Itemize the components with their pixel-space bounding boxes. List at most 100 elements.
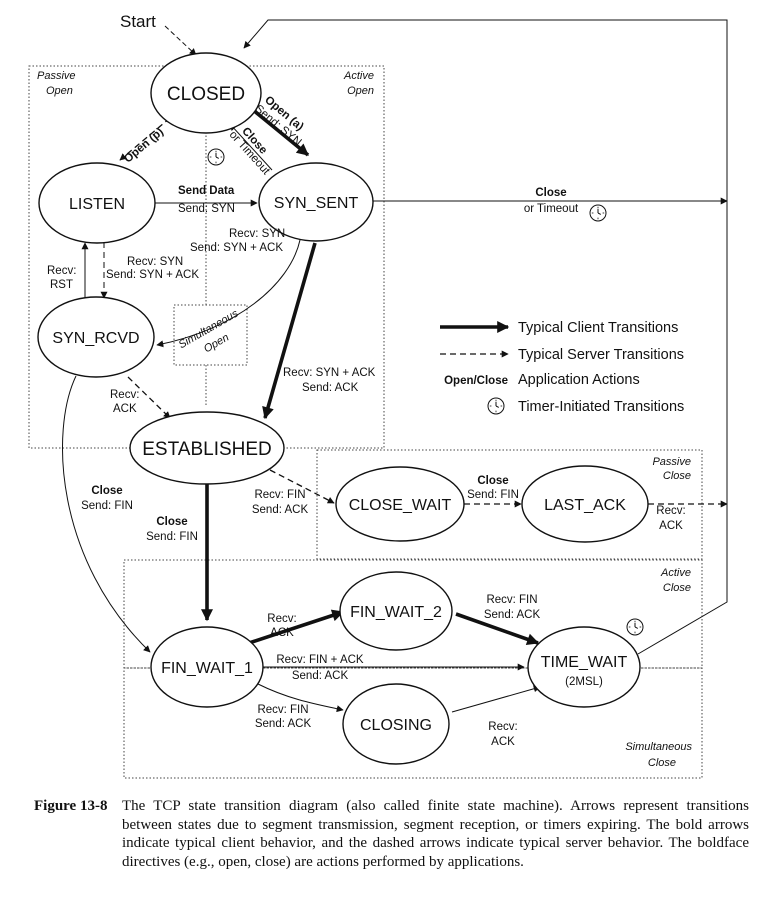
label-close-est: Close [156,516,187,528]
state-fin-wait-2: FIN_WAIT_2 [339,571,453,651]
legend-client-label: Typical Client Transitions [518,320,678,336]
region-label-active-open: Active [343,70,374,82]
legend-timer: Timer-Initiated Transitions [487,397,684,415]
legend-app: Open/Close Application Actions [444,372,640,388]
label-recv-ack-la: Recv: [656,505,685,517]
label-recv-ack-cl: ACK [491,736,515,748]
figure-label: Figure 13-8 [34,798,108,814]
clock-icon [589,204,607,222]
label-recv-ack-fw1: ACK [270,627,294,639]
label-recv-ack: ACK [113,403,137,415]
state-closing: CLOSING [342,683,450,765]
label-close-est: Send: FIN [146,531,198,543]
state-last-ack: LAST_ACK [521,465,649,543]
label-recv-fin-est: Recv: FIN [254,489,305,501]
figure-caption-text: The TCP state transition diagram (also c… [122,798,749,870]
label-close-sr: Send: FIN [81,500,133,512]
state-established-label: ESTABLISHED [142,439,272,460]
label-recv-synack: Send: ACK [302,382,359,394]
state-time-wait-note: (2MSL) [565,676,603,688]
state-fin-wait-2-label: FIN_WAIT_2 [350,604,442,621]
clock-icon [626,618,644,636]
state-closed: CLOSED [150,52,262,134]
state-close-wait: CLOSE_WAIT [335,466,465,542]
label-recv-fin-fw2: Recv: FIN [486,594,537,606]
state-time-wait: TIME_WAIT (2MSL) [527,626,641,708]
state-closed-label: CLOSED [167,84,245,105]
state-closing-label: CLOSING [360,717,432,734]
label-close-top: or Timeout [524,203,579,215]
region-label-simultaneous-close: Close [648,757,676,769]
figure-caption: Figure 13-8 The TCP state transition dia… [34,797,749,871]
state-last-ack-label: LAST_ACK [544,497,626,514]
label-recv-fin-est: Send: ACK [252,504,309,516]
region-label-active-open: Open [347,85,374,97]
label-recv-rst: RST [50,279,73,291]
region-label-passive-close: Passive [652,456,691,468]
region-label-passive-close: Close [663,470,691,482]
label-recv-ack-cl: Recv: [488,721,517,733]
transitions [62,19,728,713]
state-fin-wait-1-label: FIN_WAIT_1 [161,660,253,677]
label-recv-ack-fw1: Recv: [267,613,296,625]
edge-timewait-closed [243,19,728,655]
start-arrow [164,25,197,56]
label-send-syn-2: Send: SYN [178,203,235,215]
state-listen: LISTEN [38,162,156,244]
edge-closed-listen [119,117,171,161]
state-time-wait-label: TIME_WAIT [541,654,628,671]
legend-timer-label: Timer-Initiated Transitions [518,399,684,415]
state-syn-rcvd-label: SYN_RCVD [52,330,139,347]
label-recv-ack: Recv: [110,389,139,401]
edge-synsent-established [262,242,317,420]
legend-app-bold: Open/Close [444,375,508,387]
edge-finwait1-closing [257,683,344,713]
region-label-passive-open: Passive [37,70,76,82]
edge-synsent-closed [229,123,273,171]
legend-server-label: Typical Server Transitions [518,347,684,363]
edge-established-closewait [269,469,335,504]
label-close-cw: Close [477,475,508,487]
edge-synsent-synrcvd [156,239,301,348]
legend-server: Typical Server Transitions [440,347,684,363]
region-label-passive-open: Open [46,85,73,97]
state-fin-wait-1: FIN_WAIT_1 [150,626,264,708]
legend-client: Typical Client Transitions [440,320,678,336]
edge-closing-timewait [451,685,541,713]
state-syn-sent: SYN_SENT [258,162,374,242]
legend: Typical Client Transitions Typical Serve… [440,320,684,415]
start-label: Start [120,12,156,31]
edge-finwait1-finwait2 [242,609,345,647]
states: CLOSED LISTEN SYN_SENT SYN_RCVD ESTABLIS… [37,52,649,765]
label-recv-syn-l: Recv: SYN [127,256,183,268]
label-recv-fin-cl: Send: ACK [255,718,312,730]
region-label-active-close: Close [663,582,691,594]
region-label-simultaneous-close: Simultaneous [625,741,692,753]
state-listen-label: LISTEN [69,196,125,213]
label-open-p: Open (p) [122,126,166,166]
tcp-state-diagram: Passive Open Active Open Passive Close A… [28,12,728,779]
label-recv-fin-fw2: Send: ACK [484,609,541,621]
state-established: ESTABLISHED [129,411,285,485]
clock-icon [207,148,225,166]
passive-close-box [316,449,703,560]
edge-closed-synsent [245,103,310,157]
label-recv-synack: Recv: SYN + ACK [283,367,376,379]
label-close-cw: Send: FIN [467,489,519,501]
label-close-sr: Close [91,485,122,497]
legend-app-label: Application Actions [518,372,640,388]
simultaneous-open-box [173,304,248,366]
region-label-active-close: Active [660,567,691,579]
state-syn-rcvd: SYN_RCVD [37,296,155,378]
state-close-wait-label: CLOSE_WAIT [349,497,452,514]
label-recv-syn-ss: Send: SYN + ACK [190,242,283,254]
label-recv-rst: Recv: [47,265,76,277]
edge-synrcvd-finwait1 [62,375,151,653]
label-recv-syn-l: Send: SYN + ACK [106,269,199,281]
label-recv-finack: Recv: FIN + ACK [276,654,364,666]
label-recv-syn-ss: Recv: SYN [229,228,285,240]
label-close-top: Close [535,187,566,199]
label-recv-finack: Send: ACK [292,670,349,682]
state-syn-sent-label: SYN_SENT [274,195,359,212]
clock-icon [487,397,505,415]
